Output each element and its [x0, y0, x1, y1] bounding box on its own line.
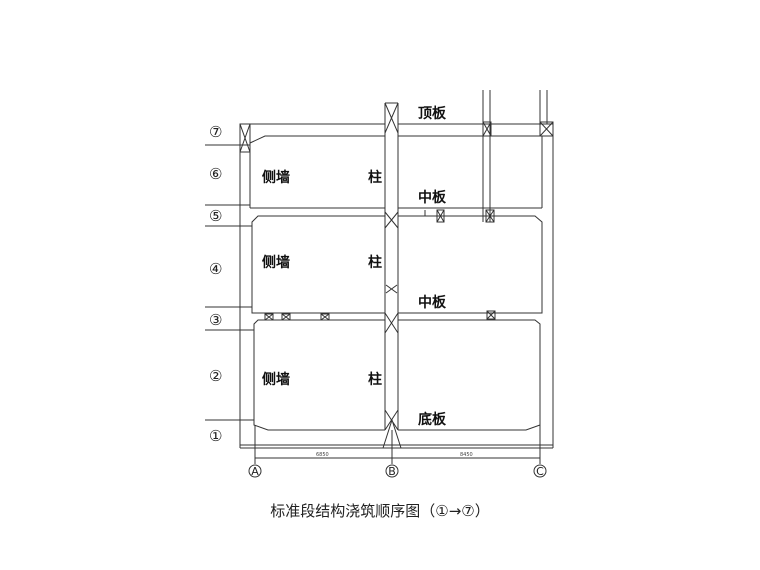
sequence-4: ④	[209, 260, 222, 278]
axis-a: A	[251, 465, 259, 478]
label-middle-slab-upper: 中板	[418, 189, 447, 206]
sequence-7: ⑦	[209, 123, 222, 141]
label-column: 柱	[368, 371, 382, 388]
label-side-wall: 侧墙	[262, 169, 290, 186]
sequence-1: ①	[209, 427, 222, 445]
sequence-5: ⑤	[209, 207, 222, 225]
sequence-3: ③	[209, 311, 222, 329]
label-bottom-slab: 底板	[418, 411, 447, 428]
label-column: 柱	[368, 254, 382, 271]
label-column: 柱	[368, 169, 382, 186]
label-top-slab: 顶板	[418, 105, 447, 122]
construction-joints	[239, 121, 554, 321]
diagram-caption: 标准段结构浇筑顺序图（①→⑦）	[270, 502, 489, 520]
sequence-6: ⑥	[209, 165, 222, 183]
label-side-wall: 侧墙	[262, 254, 290, 271]
dimension-a-b: 6850	[316, 452, 329, 458]
axis-b: B	[388, 465, 396, 478]
label-middle-slab-lower: 中板	[418, 294, 447, 311]
sequence-2: ②	[209, 367, 222, 385]
dimension-b-c: 8450	[460, 452, 473, 458]
label-side-wall: 侧墙	[262, 371, 290, 388]
axis-c: C	[536, 465, 544, 478]
structure-outline	[205, 90, 554, 478]
